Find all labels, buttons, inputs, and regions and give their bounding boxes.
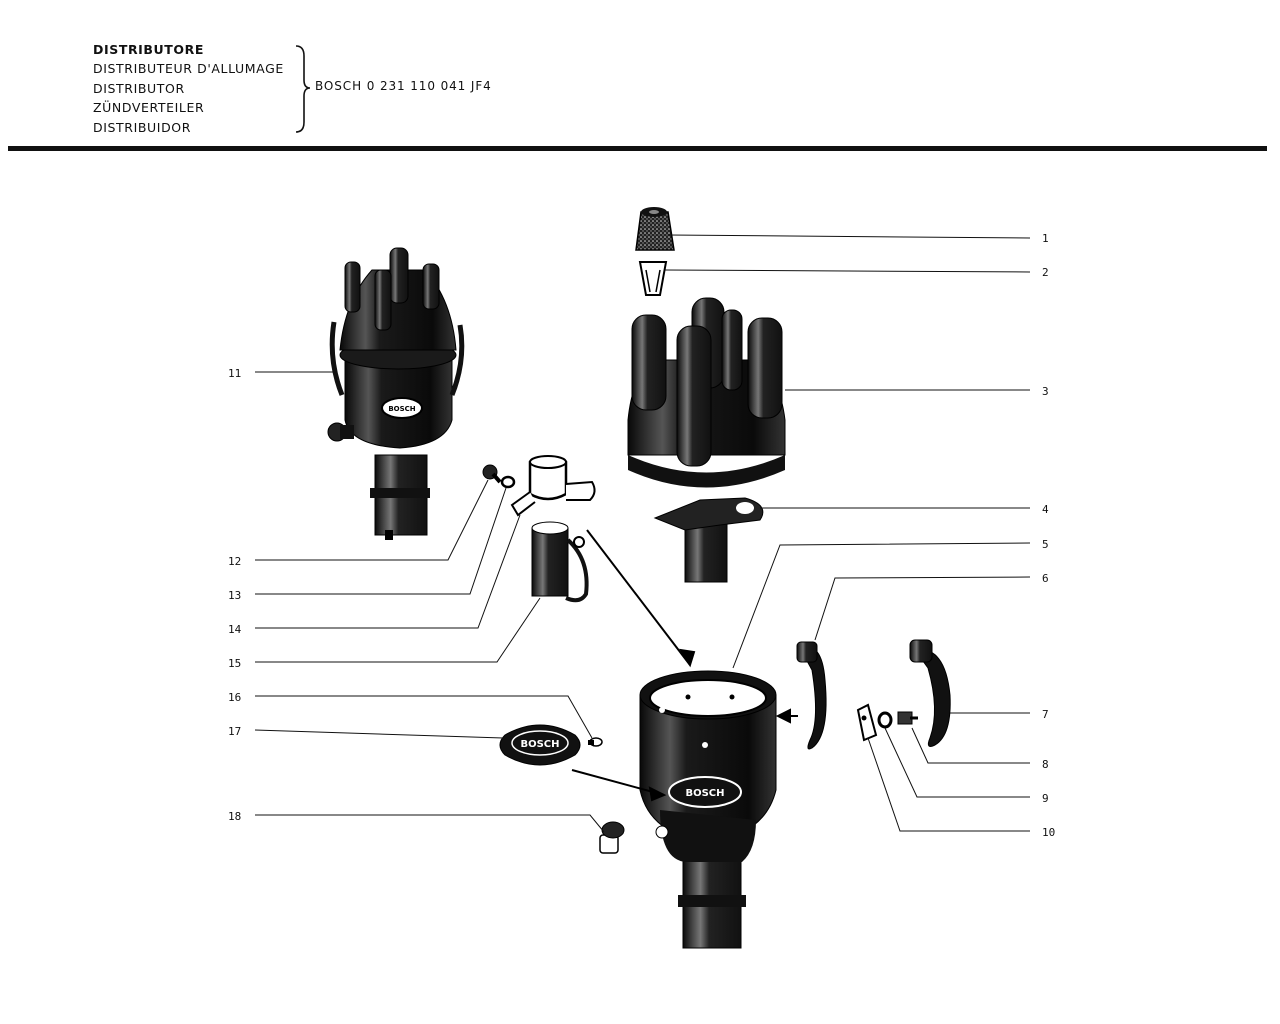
bosch-badge: BOSCH: [499, 724, 581, 766]
clip-bracket: [856, 703, 878, 742]
clamp-washer: [500, 475, 516, 489]
rotor-arm: [653, 497, 764, 583]
condenser: [531, 521, 589, 603]
title-french: DISTRIBUTEUR D'ALLUMAGE: [93, 61, 284, 77]
housing-badge-lettering: BOSCH: [685, 788, 724, 799]
callout-1: 1: [1042, 232, 1049, 245]
badge-lettering: BOSCH: [520, 739, 559, 750]
callout-15: 15: [228, 657, 241, 670]
svg-text:BOSCH: BOSCH: [388, 405, 415, 413]
clip-washer: [877, 711, 893, 729]
title-italian: DISTRIBUTORE: [93, 42, 205, 57]
cap-clip-right: [909, 639, 951, 747]
leader-lines: [254, 234, 1031, 833]
callout-5: 5: [1042, 538, 1049, 551]
callout-6: 6: [1042, 572, 1049, 585]
callout-9: 9: [1042, 792, 1049, 805]
title-block: DISTRIBUTORE DISTRIBUTEUR D'ALLUMAGE DIS…: [93, 40, 284, 137]
callout-2: 2: [1042, 266, 1049, 279]
title-english: DISTRIBUTOR: [93, 80, 185, 96]
title-spanish: DISTRIBUIDOR: [93, 119, 192, 135]
callout-14: 14: [228, 623, 242, 636]
callout-11: 11: [228, 367, 241, 380]
callout-12: 12: [228, 555, 241, 568]
contact-brush: [638, 261, 668, 296]
condenser-clamp: [510, 455, 596, 517]
callout-10: 10: [1042, 826, 1055, 839]
title-german: ZÜNDVERTEILER: [93, 100, 205, 116]
model-number: BOSCH 0 231 110 041 JF4: [315, 79, 492, 93]
cap-clip-left: [796, 641, 827, 750]
assembly-arrows: [571, 529, 798, 802]
callout-4: 4: [1042, 503, 1049, 516]
suppressor-cap: [635, 207, 675, 251]
callout-17: 17: [228, 725, 241, 738]
callout-13: 13: [228, 589, 241, 602]
assembled-distributor: BOSCH: [327, 247, 465, 540]
callout-7: 7: [1042, 708, 1049, 721]
callout-3: 3: [1042, 385, 1049, 398]
distributor-cap: [627, 297, 786, 488]
header-rule: [8, 146, 1267, 151]
callout-8: 8: [1042, 758, 1049, 771]
oiler-cap: [599, 821, 625, 854]
callout-18: 18: [228, 810, 241, 823]
title-brace: [295, 45, 311, 133]
clip-screw: [897, 711, 918, 725]
badge-rivet: [588, 737, 603, 747]
clamp-screw: [482, 464, 502, 484]
callout-16: 16: [228, 691, 241, 704]
distributor-housing: BOSCH: [639, 670, 777, 949]
